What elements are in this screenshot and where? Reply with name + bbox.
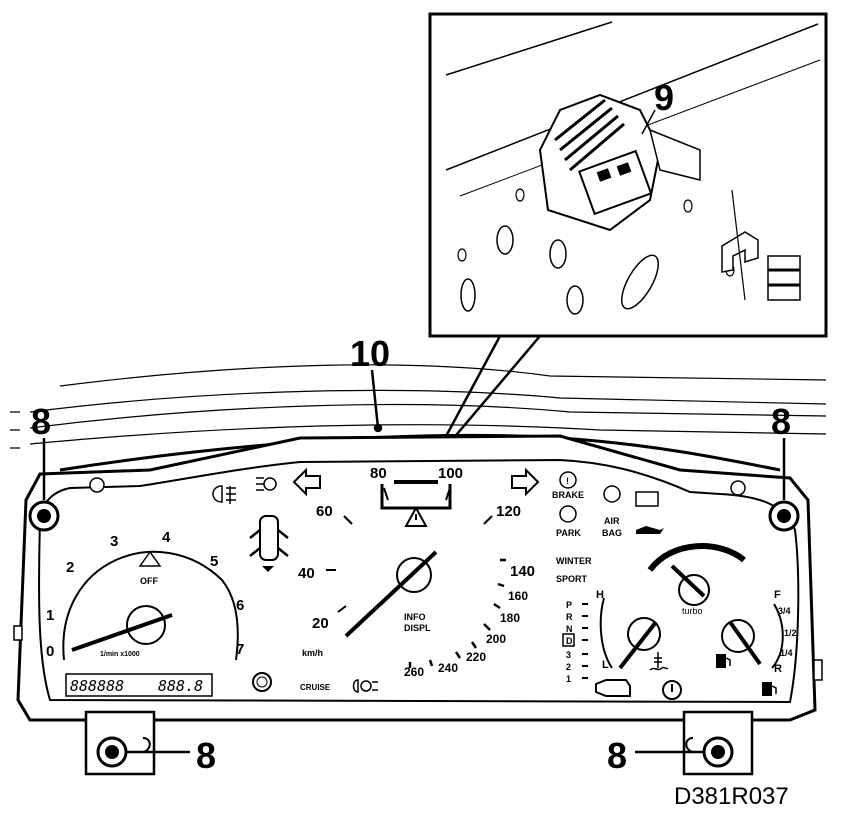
brake-label: BRAKE: [552, 490, 584, 500]
speed-tick-80: 80: [370, 465, 387, 482]
battery-icon: [635, 491, 659, 507]
speed-tick-220: 220: [466, 650, 486, 664]
info-line1: INFO: [404, 612, 426, 622]
speed-tick-100: 100: [438, 465, 463, 482]
rear-fog-light-icon: [256, 477, 277, 491]
bag-label: BAG: [602, 528, 622, 538]
speed-tick-180: 180: [500, 611, 520, 625]
traction-control-icon: [138, 550, 162, 567]
tach-tick-3: 3: [110, 533, 118, 550]
gear-2: 2: [566, 662, 571, 672]
tach-tick-1: 1: [46, 607, 54, 624]
connector-detail-inset: [428, 12, 828, 338]
speed-tick-60: 60: [316, 503, 333, 520]
speed-tick-200: 200: [486, 632, 506, 646]
tach-unit: 1/min x1000: [100, 651, 140, 658]
turbo-needle: [670, 564, 706, 598]
fog-light-icon: [212, 485, 236, 504]
turn-right-arrow-icon: [511, 467, 540, 497]
tach-tick-5: 5: [210, 553, 218, 570]
fuel-1-2: 1/2: [784, 628, 797, 638]
fuel-reserve: R: [774, 663, 782, 675]
left-indicators: [212, 467, 321, 692]
speed-needle: [344, 550, 438, 638]
callout-8-bottom-left: 8: [196, 735, 216, 776]
svg-text:!: !: [566, 476, 569, 486]
speed-unit: km/h: [302, 648, 323, 658]
traction-off-label: OFF: [140, 576, 158, 586]
speed-tick-240: 240: [438, 661, 458, 675]
sport-label: SPORT: [556, 574, 588, 584]
odometer-display: 888888 888.8: [65, 673, 213, 697]
info-line2: DISPL: [404, 623, 431, 633]
gear-1: 1: [566, 674, 571, 684]
turbo-gauge: turbo: [647, 543, 746, 616]
callout-leaders: [42, 369, 786, 754]
tachometer: 0 1 2 3 4 5 6 7 OFF 1/min x1000: [46, 529, 244, 661]
winter-label: WINTER: [556, 556, 592, 566]
gear-r: R: [566, 612, 573, 622]
callout-8-bottom-right: 8: [607, 735, 627, 776]
fuel-3-4: 3/4: [778, 606, 791, 616]
abs-icon: [603, 485, 621, 503]
fuel-1-4: 1/4: [780, 648, 793, 658]
callout-8-top-right: 8: [771, 401, 791, 442]
turbo-label: turbo: [682, 606, 703, 616]
gear-p: P: [566, 600, 572, 610]
temperature-gauge: H L: [596, 589, 669, 671]
callout-9: 9: [654, 77, 674, 118]
brake-warning-icon: [559, 471, 577, 489]
gear-3: 3: [566, 650, 571, 660]
speedometer: 20 40 60 80 100 120 140 160 180 200 220 …: [298, 465, 540, 693]
odometer-trip: 888.8: [158, 677, 203, 695]
callouts: 8 8 8 8 9 10: [31, 77, 791, 776]
figure-code: D381R037: [674, 783, 789, 810]
tach-tick-4: 4: [162, 529, 171, 546]
tach-needle: [71, 613, 173, 652]
callout-10: 10: [350, 333, 390, 374]
cluster-housing: [13, 434, 823, 776]
park-brake-icon: [559, 505, 577, 523]
low-fuel-icon: [762, 682, 777, 696]
tach-tick-7: 7: [236, 641, 244, 658]
temp-low-label: L: [602, 659, 609, 671]
headlight-icon: [352, 679, 378, 693]
bottom-warning-icons: [595, 679, 682, 700]
odometer-total: 888888: [70, 677, 124, 695]
door-open-icon: [249, 515, 289, 572]
gear-d: D: [566, 636, 573, 646]
fuel-gauge: F 3/4 1/2 1/4 R: [716, 589, 797, 696]
turn-left-arrow-icon: [292, 467, 321, 497]
check-engine-icon: [595, 679, 631, 697]
tach-tick-2: 2: [66, 559, 74, 576]
speed-tick-160: 160: [508, 589, 528, 603]
gear-n: N: [566, 624, 573, 634]
speed-tick-260: 260: [404, 665, 424, 679]
mounting-screws: [28, 500, 800, 768]
coolant-temp-icon: [649, 652, 669, 671]
speed-tick-120: 120: [496, 503, 521, 520]
right-indicators: ! BRAKE PARK AIR BAG WINTER SPORT: [552, 471, 664, 584]
speed-tick-20: 20: [312, 615, 329, 632]
callout-8-top-left: 8: [31, 401, 51, 442]
park-label: PARK: [556, 528, 581, 538]
air-label: AIR: [604, 516, 620, 526]
speed-tick-140: 140: [510, 563, 535, 580]
tach-tick-0: 0: [46, 643, 54, 660]
fuel-needle: [728, 620, 762, 666]
tach-tick-6: 6: [236, 597, 244, 614]
fuel-pump-icon: [716, 654, 731, 668]
speed-tick-40: 40: [298, 565, 315, 582]
temp-high-label: H: [596, 589, 604, 601]
fuel-full: F: [774, 589, 781, 601]
temp-needle: [618, 620, 658, 670]
gear-indicator: P R N D 3 2 1: [562, 600, 588, 684]
oil-pressure-icon: [636, 526, 664, 534]
cruise-label: CRUISE: [300, 683, 331, 692]
